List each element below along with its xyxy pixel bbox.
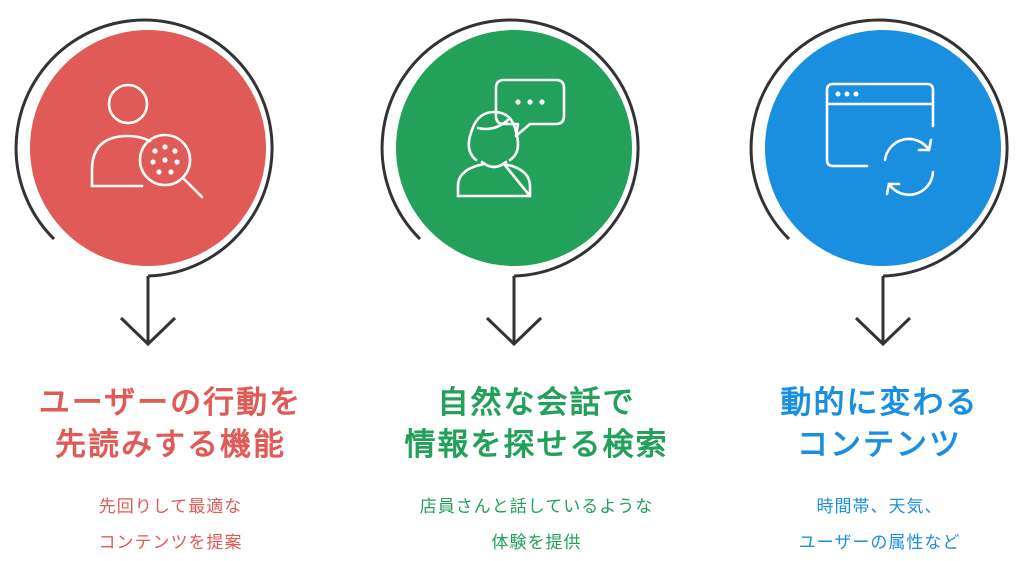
ring-arc (749, 18, 1009, 278)
ring-arc (380, 18, 640, 278)
feature-description: 先回りして最適な コンテンツを提案 (0, 489, 341, 561)
feature-description: 店員さんと話しているような 体験を提供 (366, 489, 707, 561)
feature-title-line: 動的に変わる (780, 385, 979, 421)
user-search-icon (90, 83, 204, 199)
feature-circle (396, 30, 632, 266)
arrow-down-icon (854, 316, 912, 347)
arrow-down-icon (119, 316, 177, 347)
feature-graphic (749, 18, 1009, 347)
feature-description: 時間帯、天気、 ユーザーの属性など (735, 489, 1024, 561)
ring-arc (14, 18, 274, 278)
feature-title-line: 情報を探せる検索 (404, 427, 669, 463)
feature-description-line: ユーザーの属性など (798, 533, 961, 553)
feature-card-dynamic-content: 動的に変わる コンテンツ 時間帯、天気、 ユーザーの属性など (735, 0, 1024, 560)
chat-person-icon (456, 78, 566, 198)
feature-title: 動的に変わる コンテンツ (735, 382, 1024, 466)
feature-graphic (380, 18, 640, 347)
feature-card-behavior-prediction: ユーザーの行動を 先読みする機能 先回りして最適な コンテンツを提案 (0, 0, 341, 560)
feature-description-line: コンテンツを提案 (98, 533, 243, 553)
feature-title-line: ユーザーの行動を (38, 385, 303, 421)
feature-description-line: 体験を提供 (491, 533, 582, 553)
arrow-down-icon (485, 316, 543, 347)
feature-title: ユーザーの行動を 先読みする機能 (0, 382, 341, 466)
feature-title-line: コンテンツ (797, 427, 962, 463)
feature-description-line: 店員さんと話しているような (419, 497, 654, 517)
feature-title-line: 先読みする機能 (55, 427, 286, 463)
feature-description-line: 先回りして最適な (98, 497, 243, 517)
feature-circle (765, 30, 1001, 266)
browser-refresh-icon (825, 82, 935, 197)
feature-circle (30, 30, 266, 266)
feature-graphic (14, 18, 274, 347)
feature-title-line: 自然な会話で (437, 385, 636, 421)
feature-card-conversational-search: 自然な会話で 情報を探せる検索 店員さんと話しているような 体験を提供 (366, 0, 707, 560)
feature-description-line: 時間帯、天気、 (816, 497, 943, 517)
feature-title: 自然な会話で 情報を探せる検索 (366, 382, 707, 466)
